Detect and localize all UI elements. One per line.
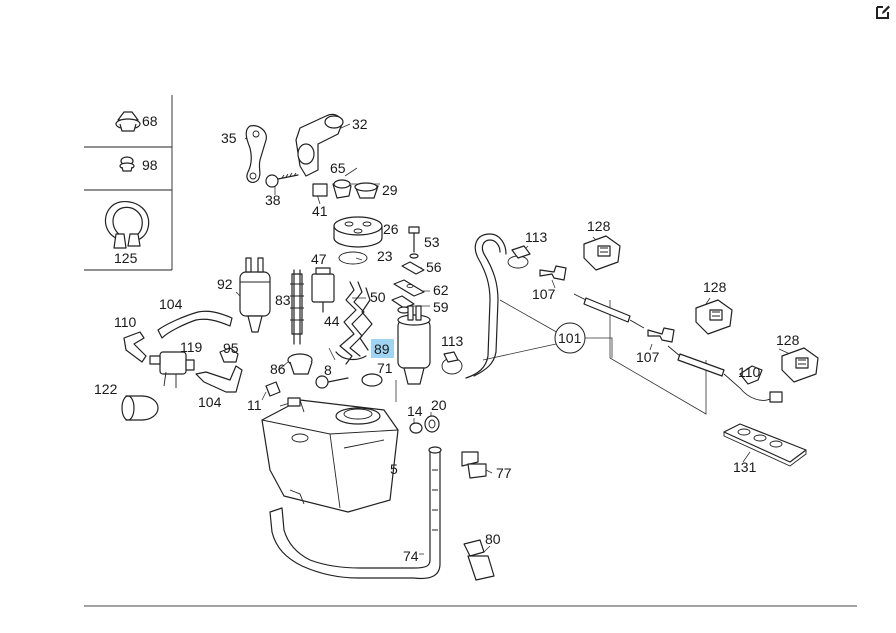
label-101[interactable]: 101 (558, 330, 582, 346)
label-86[interactable]: 86 (270, 361, 286, 377)
edit-icon[interactable] (874, 3, 892, 21)
label-77[interactable]: 77 (496, 465, 512, 481)
label-11[interactable]: 11 (247, 397, 262, 413)
label-83[interactable]: 83 (275, 292, 291, 308)
label-131[interactable]: 131 (733, 459, 757, 475)
part-labels: 68 98 125 35 32 65 29 38 41 26 53 23 56 … (94, 113, 800, 564)
label-89[interactable]: 89 (374, 341, 390, 357)
label-125[interactable]: 125 (114, 250, 138, 266)
part-shapes (121, 113, 819, 581)
label-92[interactable]: 92 (217, 276, 233, 292)
label-38[interactable]: 38 (265, 192, 281, 208)
label-56[interactable]: 56 (426, 259, 442, 275)
label-122[interactable]: 122 (94, 381, 118, 397)
label-62[interactable]: 62 (433, 282, 449, 298)
label-14[interactable]: 14 (407, 403, 423, 419)
label-20[interactable]: 20 (431, 397, 447, 413)
label-50[interactable]: 50 (370, 289, 386, 305)
label-110-right[interactable]: 110 (738, 364, 761, 380)
label-110-left[interactable]: 110 (114, 314, 137, 330)
label-68[interactable]: 68 (142, 113, 158, 129)
part-125-shape (104, 201, 150, 249)
label-23[interactable]: 23 (377, 248, 393, 264)
label-41[interactable]: 41 (312, 203, 328, 219)
part-68-shape (115, 111, 141, 132)
label-32[interactable]: 32 (352, 116, 368, 132)
label-74[interactable]: 74 (403, 548, 419, 564)
highlight-89 (371, 339, 394, 358)
label-107-a[interactable]: 107 (532, 286, 556, 302)
label-128-b[interactable]: 128 (703, 279, 727, 295)
label-113-upper[interactable]: 113 (525, 229, 548, 245)
label-128-c[interactable]: 128 (776, 332, 800, 348)
label-95[interactable]: 95 (223, 340, 239, 356)
label-59[interactable]: 59 (433, 299, 449, 315)
label-47[interactable]: 47 (311, 251, 327, 267)
label-44[interactable]: 44 (324, 313, 340, 329)
label-119[interactable]: 119 (180, 339, 203, 355)
label-98[interactable]: 98 (142, 157, 158, 173)
label-128-a[interactable]: 128 (587, 218, 611, 234)
label-8[interactable]: 8 (324, 362, 332, 378)
label-26[interactable]: 26 (383, 221, 399, 237)
label-71[interactable]: 71 (377, 360, 393, 376)
label-35[interactable]: 35 (221, 130, 237, 146)
label-5[interactable]: 5 (390, 461, 398, 477)
label-113-lower[interactable]: 113 (441, 333, 464, 349)
part-98-shape (119, 156, 135, 172)
label-65[interactable]: 65 (330, 160, 346, 176)
label-104-lower[interactable]: 104 (198, 394, 222, 410)
inset-panel (84, 95, 173, 271)
label-104-upper[interactable]: 104 (159, 296, 183, 312)
label-107-b[interactable]: 107 (636, 349, 660, 365)
label-80[interactable]: 80 (485, 531, 501, 547)
label-53[interactable]: 53 (424, 234, 440, 250)
label-29[interactable]: 29 (382, 182, 398, 198)
